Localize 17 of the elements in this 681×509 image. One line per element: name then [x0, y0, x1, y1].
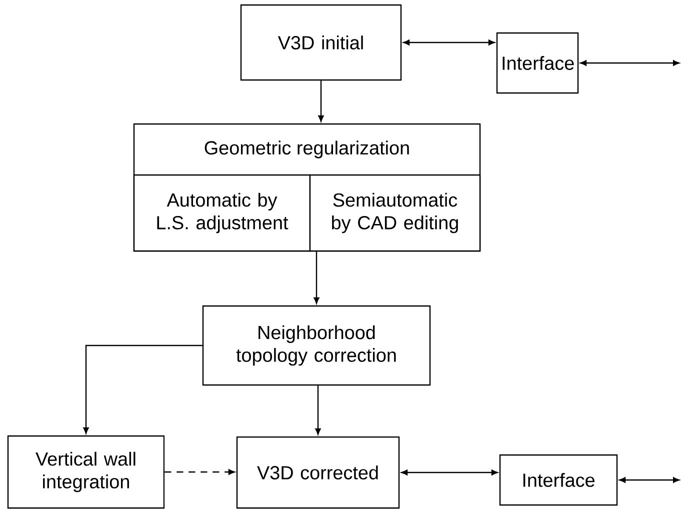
process-box: Vertical wall integration — [7, 435, 165, 509]
arrow — [164, 469, 235, 475]
arrow — [315, 386, 321, 435]
arrow — [619, 477, 680, 483]
cell-box: Semiautomatic by CAD editing — [309, 174, 481, 252]
process-box: V3D corrected — [236, 436, 400, 509]
cell-box: Automatic by L.S. adjustment — [133, 174, 311, 252]
process-box: Interface — [499, 454, 618, 506]
arrow — [580, 60, 680, 66]
arrow — [318, 80, 324, 122]
process-box: V3D initial — [240, 4, 402, 81]
process-box: Neighborhood topology correction — [202, 305, 431, 386]
arrow — [401, 470, 498, 476]
arrow — [314, 252, 320, 304]
arrow — [403, 40, 495, 46]
arrow — [83, 344, 202, 434]
process-box: Interface — [496, 32, 579, 94]
